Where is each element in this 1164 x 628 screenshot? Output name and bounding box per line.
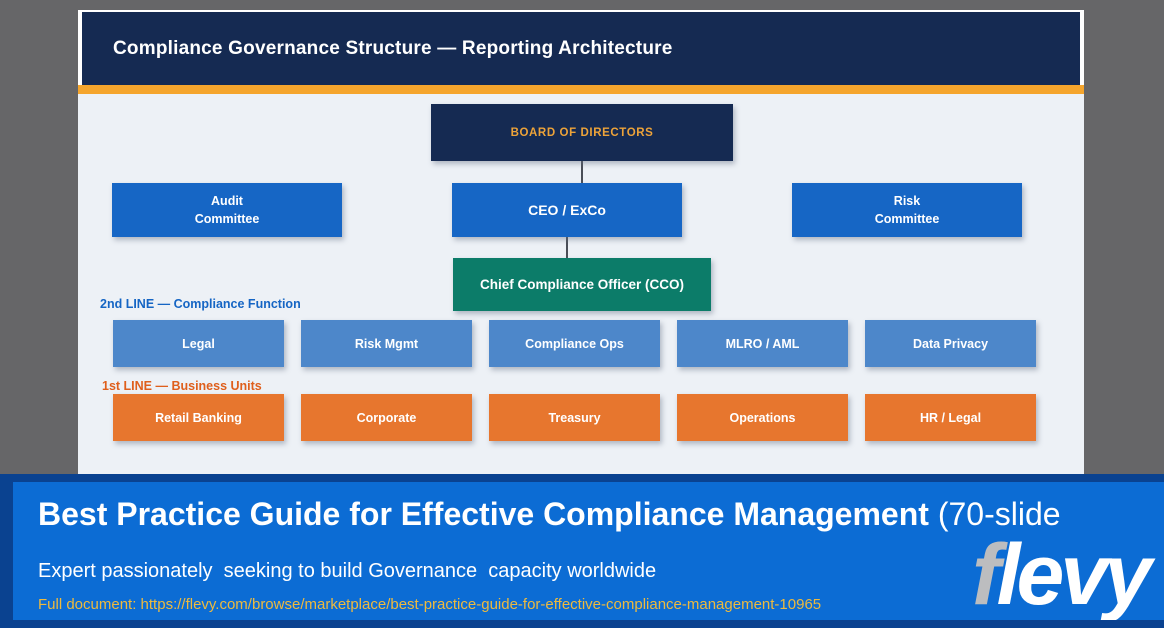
slide-title: Compliance Governance Structure — Report… [113,37,673,59]
data-privacy-label: Data Privacy [912,336,989,351]
retail-banking-label: Retail Banking [155,410,242,425]
audit-committee-line1: Audit [211,193,243,208]
slide: Compliance Governance Structure — Report… [78,10,1084,474]
treasury-label: Treasury [548,410,601,425]
cco-label: Chief Compliance Officer (CCO) [479,277,685,292]
org-box-mlro-aml: MLRO / AML [677,320,848,367]
author-tagline: Expert passionately seeking to build Gov… [38,560,657,582]
document-title-slides: (70-slide [928,496,1061,532]
flevy-logo-f: f [971,527,1001,620]
org-box-treasury: Treasury [489,394,660,441]
accent-bar [78,85,1084,94]
document-title: Best Practice Guide for Effective Compli… [38,496,1061,533]
connector-board-ceo [581,161,583,184]
connector-ceo-cco [566,237,568,259]
org-chart: BOARD OF DIRECTORS Audit Committee CEO /… [78,94,1084,474]
ceo-label: CEO / ExCo [528,202,606,218]
document-link-prefix: Full document: [38,596,141,613]
audit-committee-line2: Committee [194,212,260,226]
org-box-risk-committee: Risk Committee [792,183,1022,237]
org-box-cco: Chief Compliance Officer (CCO) [453,258,711,311]
risk-mgmt-label: Risk Mgmt [354,336,419,351]
board-label: BOARD OF DIRECTORS [510,126,654,139]
document-link-line: Full document: https://flevy.com/browse/… [38,596,821,613]
operations-label: Operations [729,410,796,425]
footer-banner: flevy Best Practice Guide for Effective … [0,474,1164,628]
org-box-hr-legal: HR / Legal [865,394,1036,441]
org-box-corporate: Corporate [301,394,472,441]
second-line-label: 2nd LINE — Compliance Function [100,297,301,311]
footer-banner-inner: flevy Best Practice Guide for Effective … [13,482,1164,620]
compliance-ops-label: Compliance Ops [525,336,624,351]
org-box-data-privacy: Data Privacy [865,320,1036,367]
org-box-operations: Operations [677,394,848,441]
org-box-risk-mgmt: Risk Mgmt [301,320,472,367]
hr-legal-label: HR / Legal [919,410,982,425]
document-link-url: https://flevy.com/browse/marketplace/bes… [140,596,822,613]
flevy-logo: flevy [972,532,1152,618]
flevy-logo-rest: levy [996,527,1152,620]
slide-title-band: Compliance Governance Structure — Report… [82,12,1080,85]
risk-committee-line1: Risk [893,193,921,208]
corporate-label: Corporate [356,410,417,425]
org-box-legal: Legal [113,320,284,367]
org-box-compliance-ops: Compliance Ops [489,320,660,367]
org-box-retail-banking: Retail Banking [113,394,284,441]
org-box-board: BOARD OF DIRECTORS [431,104,733,161]
legal-label: Legal [182,336,215,351]
org-box-ceo: CEO / ExCo [452,183,682,237]
document-title-main: Best Practice Guide for Effective Compli… [38,496,929,532]
org-box-audit-committee: Audit Committee [112,183,342,237]
risk-committee-line2: Committee [874,212,940,226]
mlro-aml-label: MLRO / AML [725,336,800,351]
first-line-label: 1st LINE — Business Units [102,379,262,393]
